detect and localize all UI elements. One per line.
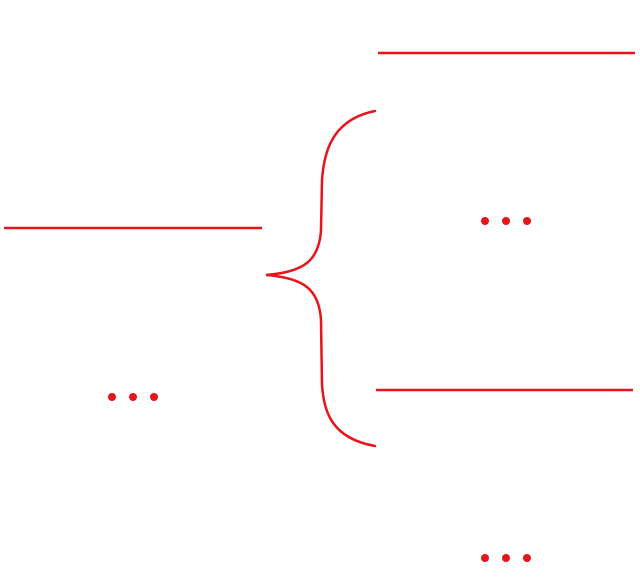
left-ellipsis bbox=[108, 393, 158, 401]
right-top-ellipsis bbox=[481, 217, 531, 225]
curly-brace bbox=[265, 109, 377, 448]
right-bottom-ellipsis bbox=[481, 554, 531, 562]
